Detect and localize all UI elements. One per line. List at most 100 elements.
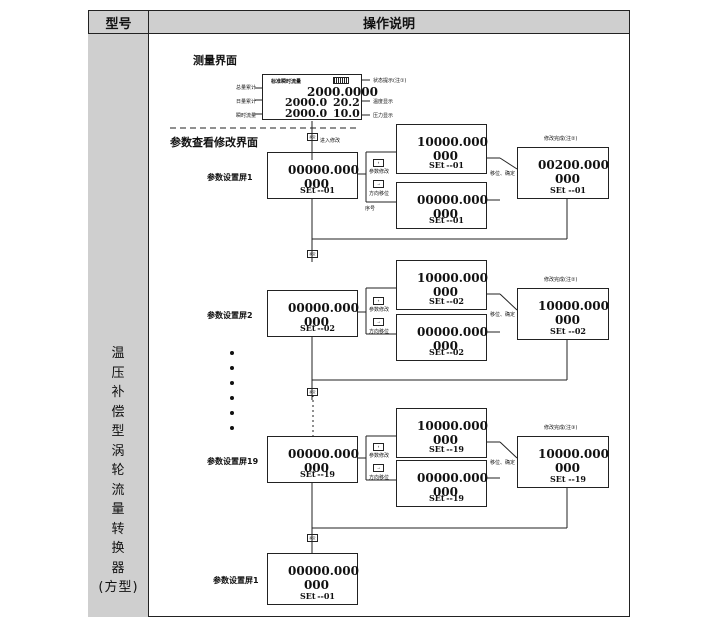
- param-edit-a-3-v2: 000: [432, 433, 458, 447]
- measure-top-label: 标准瞬时流量: [271, 79, 302, 85]
- param-screen-2-s: SEt: [300, 323, 316, 333]
- param-edit-b-1-v1: 00000.000: [417, 193, 488, 207]
- header-model: 型号: [88, 10, 149, 34]
- param-screen-final-s: SEt: [300, 591, 316, 601]
- param-screen-final-n: --01: [317, 591, 335, 601]
- key-icon: ↑: [373, 297, 384, 305]
- shift-confirm-1: 移位、确定: [490, 171, 516, 177]
- param-done-2-s: SEt: [550, 326, 566, 336]
- model-column: 温压补偿型涡轮流量转换器(方型): [88, 34, 149, 617]
- param-edit-a-1-n: --01: [446, 160, 464, 170]
- row2-value2: 20.2: [333, 96, 360, 109]
- right-label-3: 压力显示: [373, 113, 394, 119]
- row3-value2: 10.0: [333, 107, 360, 120]
- param-edit-a-1-s: SEt: [429, 160, 445, 170]
- ellipsis-dot: [230, 426, 234, 430]
- key-icon: ↑: [373, 159, 384, 167]
- param-screen-2-v1: 00000.000: [288, 301, 359, 315]
- param-done-2-n: --02: [568, 326, 586, 336]
- param-edit-b-3-v2: 000: [432, 485, 458, 499]
- model-name-char: 流: [111, 482, 126, 498]
- param-screen-3-s: SEt: [300, 469, 316, 479]
- shift-digit-3: 方向移位: [369, 475, 390, 481]
- shift-digit-1: 方向移位: [369, 191, 390, 197]
- param-done-3-v1: 10000.000: [538, 447, 609, 461]
- param-screen-1-s: SEt: [300, 185, 316, 195]
- key-icon: ↑: [373, 443, 384, 451]
- done-note-2: 修改完成(注②): [544, 277, 578, 283]
- param-screen-3-v2: 000: [303, 461, 329, 475]
- ellipsis-dot: [230, 396, 234, 400]
- enter-edit-label: 进入修改: [320, 138, 341, 144]
- model-name: 温压补偿型涡轮流量转换器(方型): [88, 344, 149, 598]
- param-edit-a-2-v1: 10000.000: [417, 271, 488, 285]
- row2-label: 日量累计: [236, 99, 257, 105]
- header-instructions: 操作说明: [148, 10, 630, 34]
- param-edit-b-3-n: --19: [446, 493, 464, 503]
- param-edit-b-1-s: SEt: [429, 215, 445, 225]
- param-screen-2-v2: 000: [303, 315, 329, 329]
- param-edit-a-2-s: SEt: [429, 296, 445, 306]
- done-note-3: 修改完成(注③): [544, 425, 578, 431]
- screen-label-3: 参数设置屏19: [207, 457, 259, 466]
- param-done-3-s: SEt: [550, 474, 566, 484]
- param-edit-a-3-s: SEt: [429, 444, 445, 454]
- row1-value: 2000.0000: [307, 85, 378, 99]
- param-screen-1-v1: 00000.000: [288, 163, 359, 177]
- row1-label: 总量累计: [236, 85, 257, 91]
- shift-confirm-3: 移位、确定: [490, 460, 516, 466]
- model-name-char: 轮: [111, 463, 126, 478]
- screen-label-2: 参数设置屏2: [207, 311, 253, 320]
- param-edit-b-3-s: SEt: [429, 493, 445, 503]
- ellipsis-dot: [230, 381, 234, 385]
- param-screen-final-v1: 00000.000: [288, 564, 359, 578]
- param-screen-2-n: --02: [317, 323, 335, 333]
- param-edit-a-2-n: --02: [446, 296, 464, 306]
- shift-digit-2: 方向移位: [369, 329, 390, 335]
- right-label-1: 状态提示(注①): [373, 78, 407, 84]
- param-screen-1-n: --01: [317, 185, 335, 195]
- param-edit-b-1-v2: 000: [432, 207, 458, 221]
- model-name-char: 涡: [111, 443, 126, 459]
- done-note-1: 修改完成(注②): [544, 136, 578, 142]
- section-measure: 测量界面: [193, 54, 237, 67]
- param-done-3-v2: 000: [554, 461, 580, 475]
- model-name-char: 器: [111, 560, 126, 576]
- param-modify-1: 参数修改: [369, 169, 390, 175]
- measure-lcd: 标准瞬时流量 2000.0000 2000.0 20.2 2000.0 10.0: [262, 74, 378, 120]
- model-name-char: 型: [111, 424, 126, 439]
- model-name-char: 温: [111, 346, 126, 361]
- model-name-char: 转: [111, 521, 126, 537]
- param-edit-a-3-n: --19: [446, 444, 464, 454]
- param-modify-2: 参数修改: [369, 307, 390, 313]
- model-name-char: 换: [111, 541, 126, 556]
- row3-value: 2000.0: [285, 107, 328, 120]
- param-screen-1-v2: 000: [303, 177, 329, 191]
- param-edit-b-3-v1: 00000.000: [417, 471, 488, 485]
- param-done-1-n: --01: [568, 185, 586, 195]
- model-name-char: 补: [111, 385, 126, 400]
- param-done-2-v2: 000: [554, 313, 580, 327]
- param-screen-3-v1: 00000.000: [288, 447, 359, 461]
- param-modify-3: 参数修改: [369, 453, 390, 459]
- model-name-char: 压: [111, 365, 126, 381]
- param-edit-a-3-v1: 10000.000: [417, 419, 488, 433]
- key-icon: →: [373, 180, 384, 188]
- section-params: 参数查看修改界面: [170, 136, 258, 149]
- key-icon: →: [373, 464, 384, 472]
- right-label-2: 温度显示: [373, 99, 394, 105]
- param-screen-3-n: --19: [317, 469, 335, 479]
- param-done-3-n: --19: [568, 474, 586, 484]
- ellipsis-dot: [230, 411, 234, 415]
- param-edit-b-1-n: --01: [446, 215, 464, 225]
